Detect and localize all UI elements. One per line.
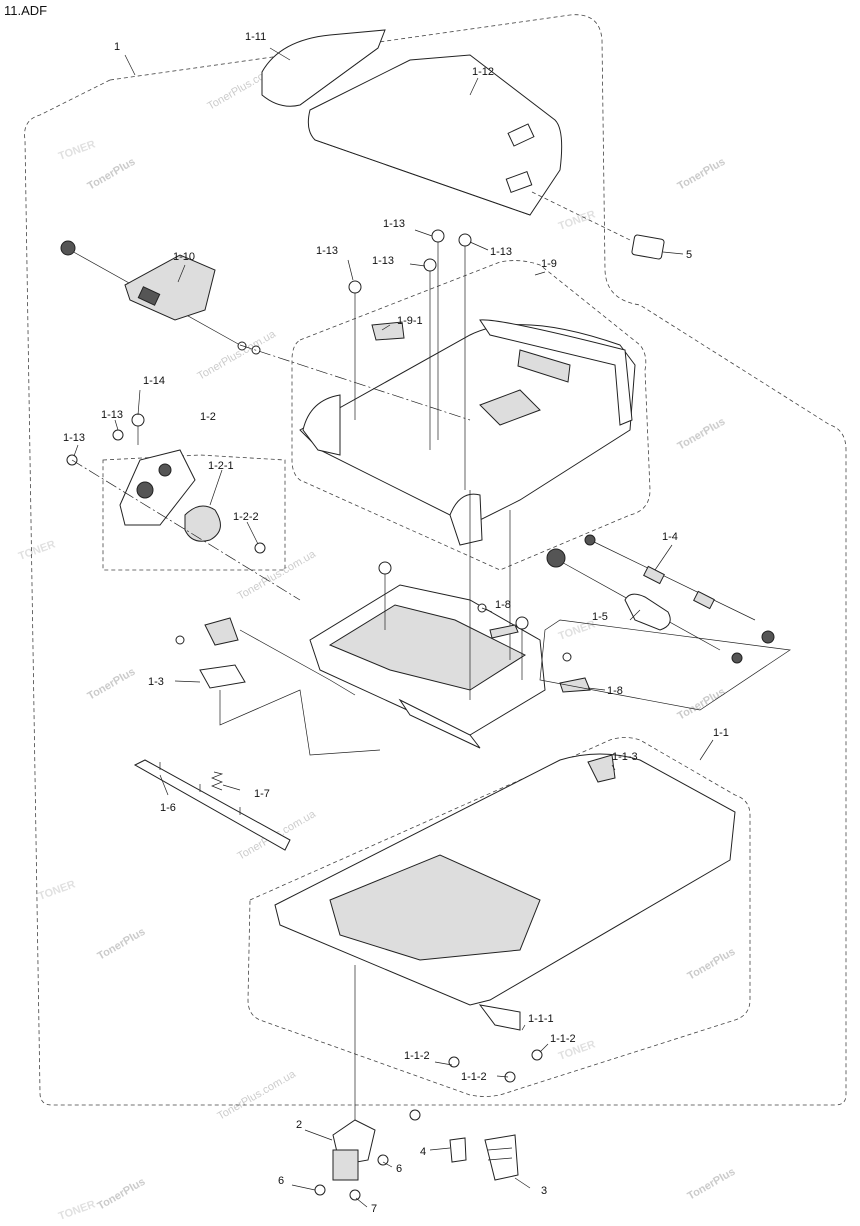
callout-label: 3 bbox=[541, 1185, 547, 1197]
screw-icon bbox=[448, 1049, 543, 1083]
callout-label: 1-1-2 bbox=[550, 1033, 576, 1045]
callout-label: 6 bbox=[278, 1175, 284, 1187]
callout-label: 1-2-2 bbox=[233, 511, 259, 523]
watermark-domain: TonerPlus.com.ua bbox=[196, 328, 279, 383]
callout-label: 1-12 bbox=[472, 66, 494, 78]
callout-label: 1-13 bbox=[383, 218, 405, 230]
callout-label: 4 bbox=[420, 1146, 426, 1158]
watermark-brand: TONER bbox=[57, 138, 97, 162]
callout-label: 1-14 bbox=[143, 375, 165, 387]
screw-icon bbox=[423, 258, 437, 450]
watermark-site: TonerPlus bbox=[686, 946, 738, 983]
callout-label: 1-11 bbox=[245, 31, 266, 43]
connector-part bbox=[484, 1134, 519, 1181]
callout-label: 1-10 bbox=[173, 251, 195, 263]
callout-label: 1-13 bbox=[490, 246, 512, 258]
alignment-line bbox=[219, 689, 381, 756]
main-chassis-frame bbox=[309, 584, 546, 749]
lower-base bbox=[274, 753, 736, 1031]
watermark-site: TonerPlus bbox=[686, 1166, 738, 1203]
callout-label: 1-1-3 bbox=[612, 751, 638, 763]
callout-label: 2 bbox=[296, 1119, 302, 1131]
watermark-site: TonerPlus bbox=[96, 926, 148, 963]
alignment-line bbox=[71, 459, 301, 601]
callout-label: 1-4 bbox=[662, 531, 678, 543]
document-tray bbox=[299, 319, 636, 546]
callout-label: 5 bbox=[686, 249, 692, 261]
assembly-1-1-boundary bbox=[247, 737, 751, 1097]
guide-part bbox=[559, 652, 591, 693]
callout-label: 1-2-1 bbox=[208, 460, 234, 472]
assembly-1-2-boundary bbox=[102, 454, 286, 571]
screw-icon bbox=[515, 616, 529, 680]
callout-labels: 1 1-11 1-12 1-13 1-13 1-13 1-13 1-13 1-1… bbox=[63, 31, 729, 1215]
screw-icon bbox=[458, 233, 472, 490]
screw-icon bbox=[431, 229, 445, 440]
callout-label: 7 bbox=[371, 1203, 377, 1215]
callout-label: 1-1-2 bbox=[461, 1071, 487, 1083]
pickup-roller-assembly bbox=[60, 240, 261, 355]
watermark-site: TonerPlus bbox=[86, 156, 138, 193]
diagram-title: 11.ADF bbox=[4, 3, 48, 18]
watermark-domain: TonerPlus.com.ua bbox=[236, 548, 319, 603]
callout-label: 1-8 bbox=[607, 685, 623, 697]
watermark-domain: TonerPlus.com.ua bbox=[216, 1068, 299, 1123]
callout-label: 1-13 bbox=[316, 245, 338, 257]
screw-icon bbox=[131, 413, 145, 445]
callout-leaders bbox=[73, 47, 714, 1208]
tray-small-part bbox=[371, 321, 405, 341]
alignment-line bbox=[239, 344, 471, 421]
sensor-part bbox=[332, 1119, 376, 1181]
screw-icon bbox=[348, 280, 362, 420]
callout-label: 1-1-1 bbox=[528, 1013, 554, 1025]
callout-label: 1-7 bbox=[254, 788, 270, 800]
drive-gear-bracket bbox=[119, 449, 266, 554]
assembly-1-9-boundary bbox=[291, 260, 651, 571]
callout-label: 1-9 bbox=[541, 258, 557, 270]
upper-cover bbox=[307, 54, 563, 216]
callout-label: 1-9-1 bbox=[397, 315, 423, 327]
watermark-brand: TONER bbox=[57, 1198, 97, 1221]
callout-label: 1-6 bbox=[160, 802, 176, 814]
callout-label: 1-8 bbox=[495, 599, 511, 611]
callout-label: 1-13 bbox=[101, 409, 123, 421]
watermark-brand: TONER bbox=[37, 878, 77, 902]
bracket-part bbox=[175, 617, 356, 696]
callout-label: 1-13 bbox=[372, 255, 394, 267]
watermark-site: TonerPlus bbox=[96, 1176, 148, 1213]
watermark-site: TonerPlus bbox=[676, 416, 728, 453]
callout-label: 1-1-2 bbox=[404, 1050, 430, 1062]
screw-icon bbox=[378, 561, 392, 630]
callout-label: 1-13 bbox=[63, 432, 85, 444]
top-cover-flap bbox=[261, 29, 386, 107]
spring-part bbox=[211, 771, 224, 791]
label-part bbox=[631, 234, 665, 260]
watermark-brand: TONER bbox=[17, 538, 57, 562]
callout-label: 1-5 bbox=[592, 611, 608, 623]
screw-icon bbox=[112, 429, 124, 441]
roller-group-outline bbox=[539, 619, 791, 711]
watermark-site: TonerPlus bbox=[676, 156, 728, 193]
watermark-site: TonerPlus bbox=[86, 666, 138, 703]
watermark-site: TonerPlus bbox=[676, 686, 728, 723]
callout-label: 1-1 bbox=[713, 727, 729, 739]
feed-roller-shaft bbox=[546, 548, 743, 664]
callout-label: 1 bbox=[114, 41, 120, 53]
bracket-part bbox=[449, 1137, 467, 1163]
callout-label: 6 bbox=[396, 1163, 402, 1175]
assembly-1-boundary bbox=[24, 14, 847, 1106]
exit-roller-shaft bbox=[584, 534, 775, 644]
guide-bar bbox=[133, 759, 291, 851]
callout-label: 1-3 bbox=[148, 676, 164, 688]
callout-label: 1-2 bbox=[200, 411, 216, 423]
screw-icon bbox=[314, 1109, 421, 1201]
